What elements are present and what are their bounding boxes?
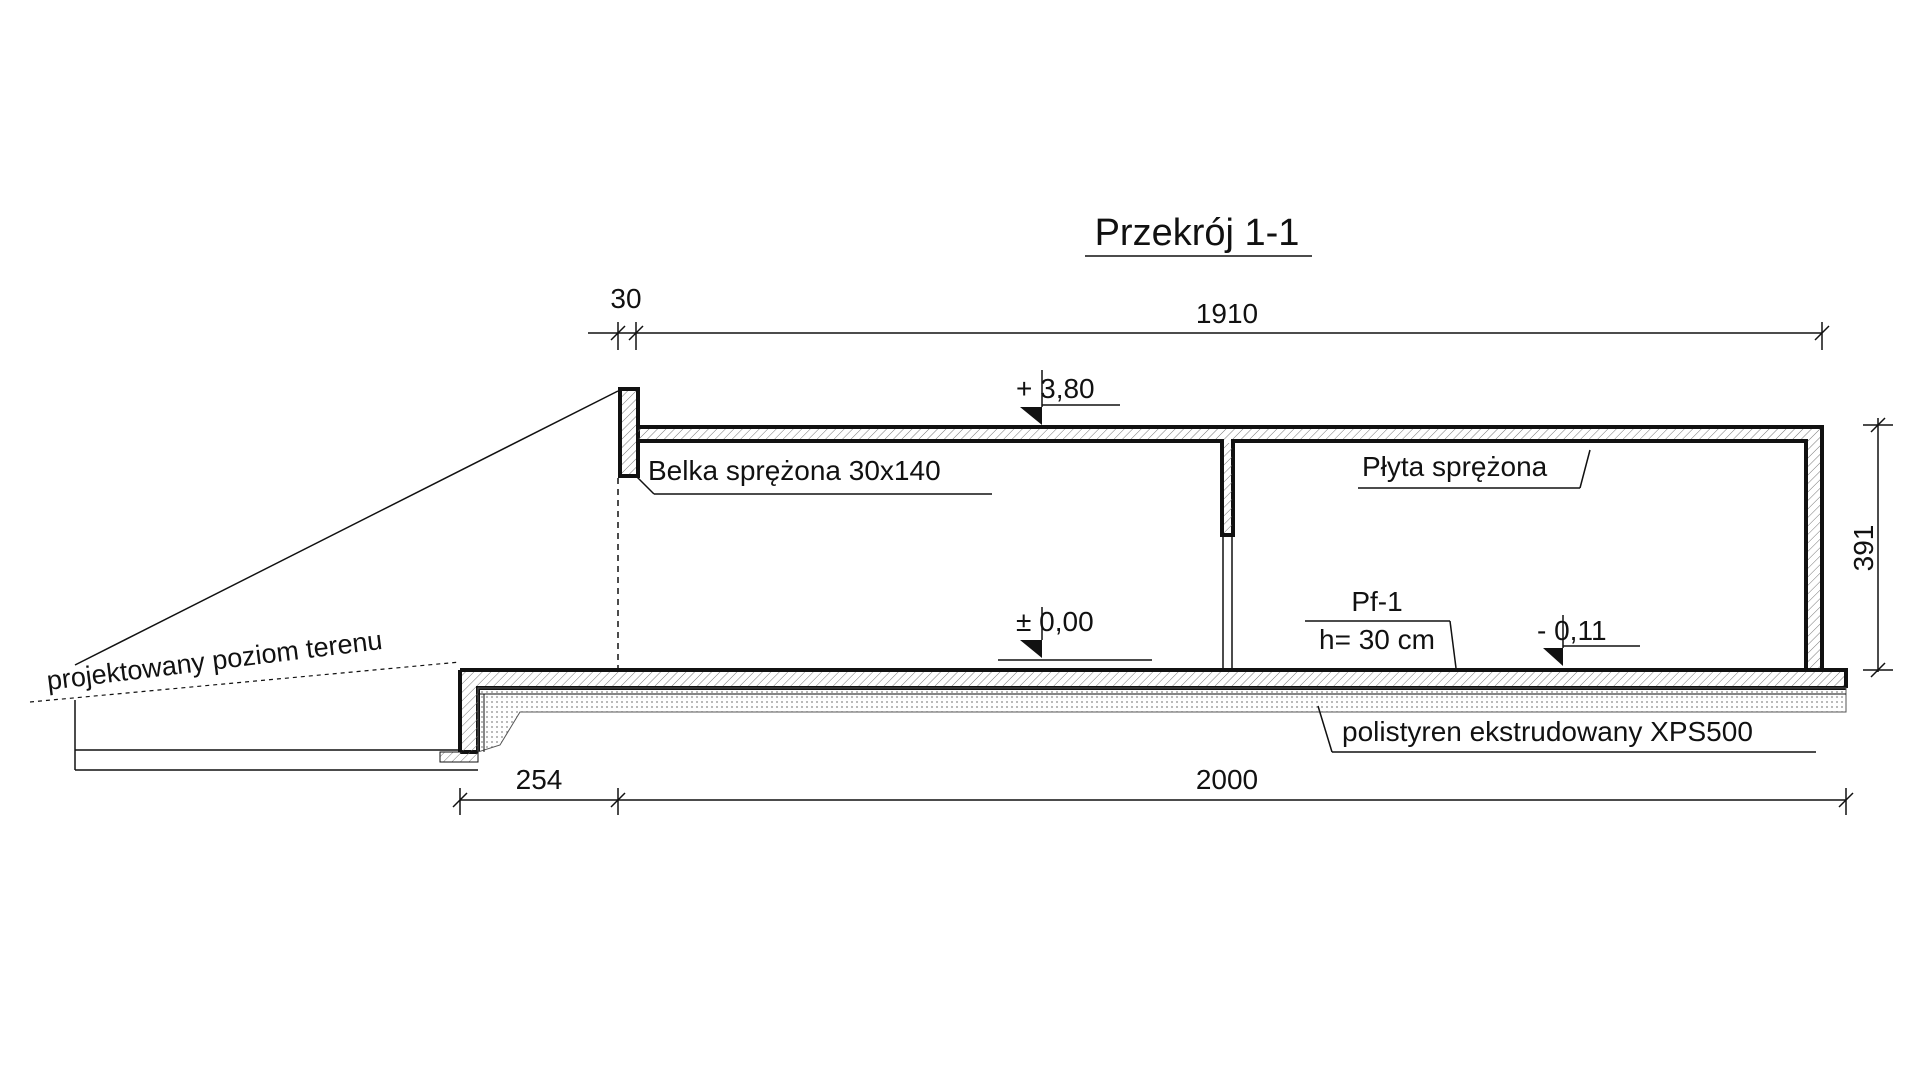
drawing-title: Przekrój 1-1 — [1095, 212, 1300, 254]
top-dimension: 30 1910 — [588, 283, 1830, 350]
floor-type-label: Pf-1 — [1351, 586, 1402, 617]
title-block: Przekrój 1-1 — [1085, 212, 1312, 257]
right-dimension: 391 — [1848, 417, 1893, 678]
roof-slab — [638, 425, 1824, 670]
dim-2000: 2000 — [1196, 764, 1258, 795]
slab-callout: Płyta sprężona — [1358, 449, 1591, 489]
slab-label: Płyta sprężona — [1362, 451, 1548, 482]
level-marker-floor: ± 0,00 — [998, 606, 1152, 661]
level-marker-roof: + 3,80 — [1016, 370, 1120, 425]
interior-column — [1222, 535, 1233, 670]
dim-30: 30 — [610, 283, 641, 314]
beam-label: Belka sprężona 30x140 — [648, 455, 941, 486]
terrain: projektowany poziom terenu — [29, 390, 619, 771]
insulation-label: polistyren ekstrudowany XPS500 — [1342, 716, 1753, 747]
beam-callout: Belka sprężona 30x140 — [635, 455, 992, 495]
bottom-dimension: 254 2000 — [452, 764, 1854, 815]
level-low: - 0,11 — [1537, 615, 1607, 646]
parapet-beam — [618, 387, 640, 478]
level-floor: ± 0,00 — [1016, 606, 1094, 637]
level-marker-low: - 0,11 — [1537, 615, 1640, 666]
floor-slab — [458, 668, 1848, 754]
insulation-callout: polistyren ekstrudowany XPS500 — [1317, 705, 1816, 753]
dim-254: 254 — [516, 764, 563, 795]
dim-391: 391 — [1848, 525, 1879, 572]
dim-1910: 1910 — [1196, 298, 1258, 329]
floor-type-callout: Pf-1 h= 30 cm — [1305, 586, 1457, 669]
level-roof: + 3,80 — [1016, 373, 1095, 404]
floor-thickness-label: h= 30 cm — [1319, 624, 1435, 655]
